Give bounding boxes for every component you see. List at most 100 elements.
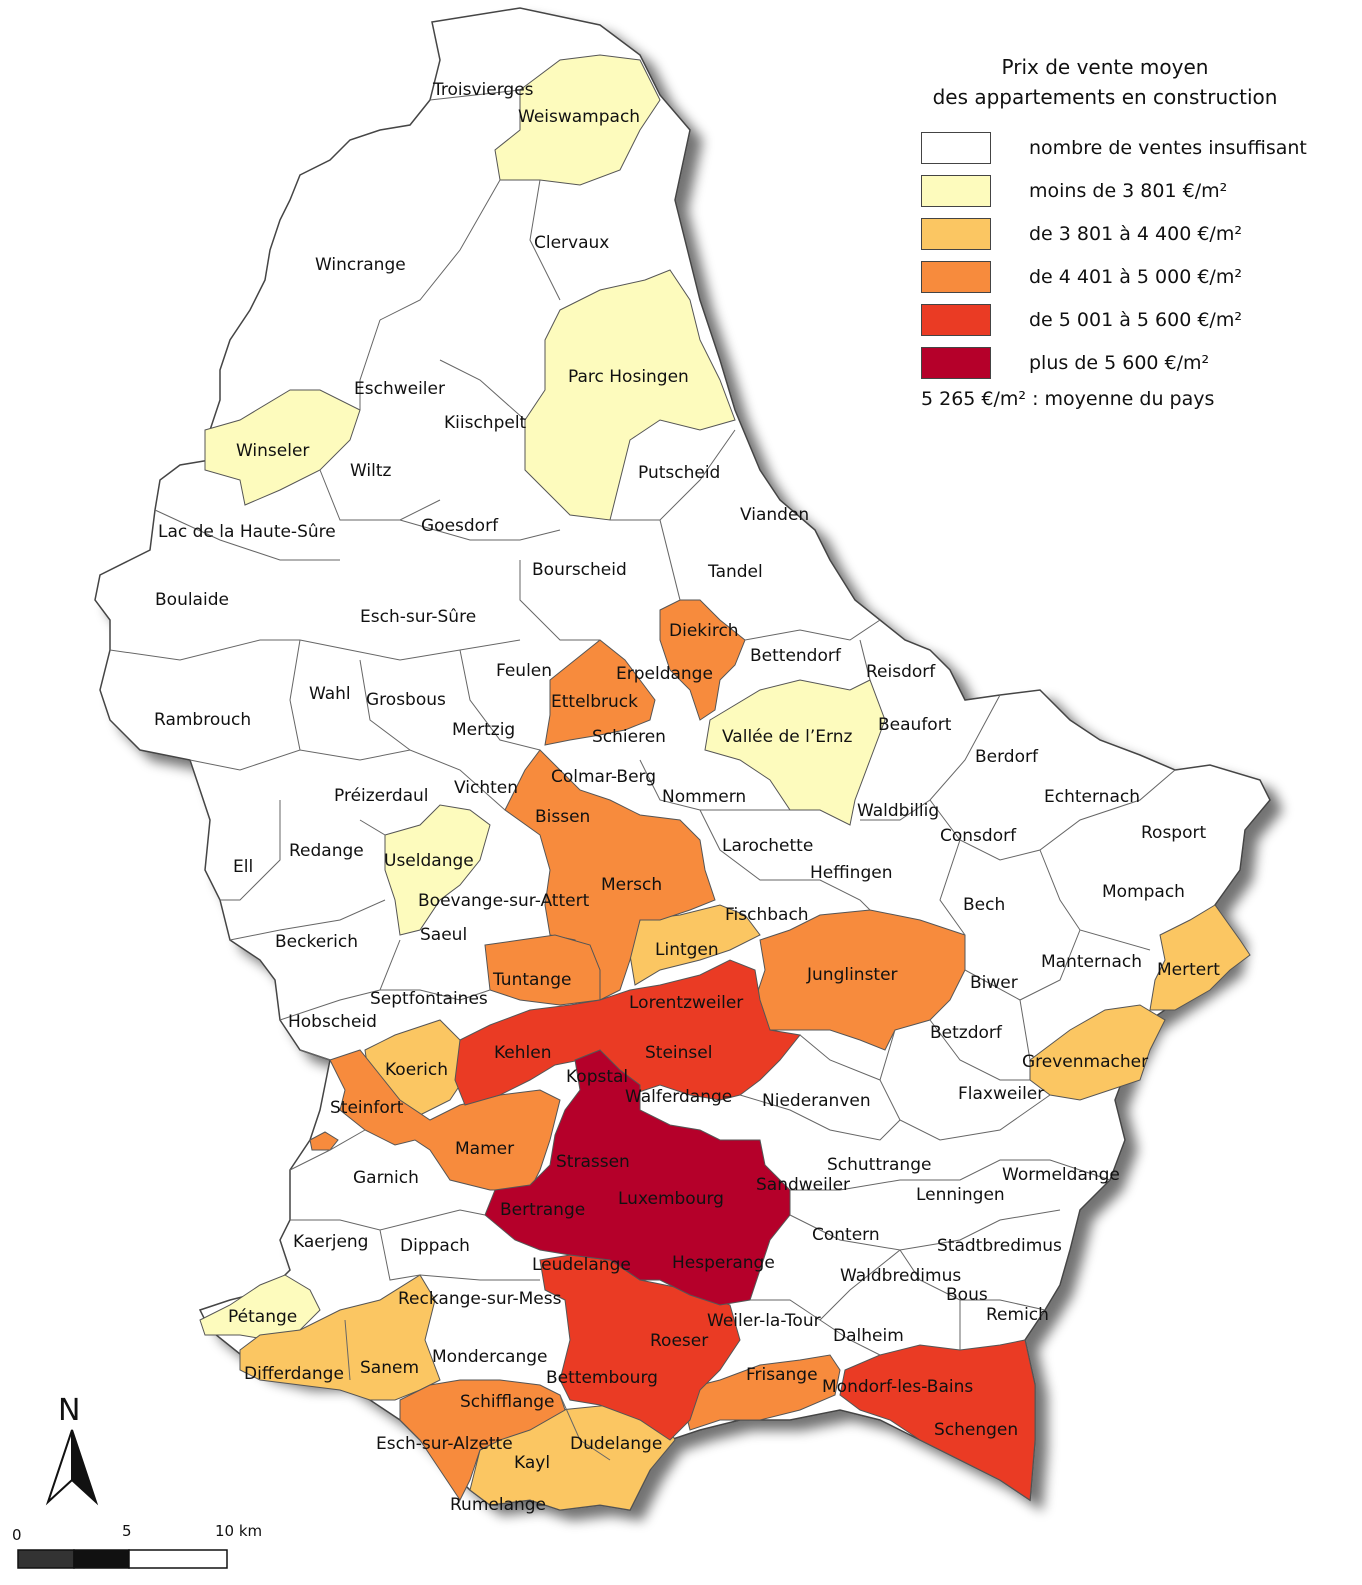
legend: Prix de vente moyen des appartements en … bbox=[905, 52, 1345, 410]
label-mersch: Mersch bbox=[601, 875, 662, 895]
label-weiswampach: Weiswampach bbox=[518, 107, 640, 127]
commune-labels: Troisvierges Weiswampach Clervaux Wincra… bbox=[154, 80, 1220, 1515]
label-boevange: Boevange-sur-Attert bbox=[418, 891, 590, 911]
label-feulen: Feulen bbox=[496, 661, 552, 681]
legend-label: de 3 801 à 4 400 €/m² bbox=[1029, 222, 1242, 245]
legend-row: plus de 5 600 €/m² bbox=[905, 341, 1345, 384]
label-useldange: Useldange bbox=[384, 851, 474, 871]
label-steinsel: Steinsel bbox=[645, 1043, 712, 1063]
legend-label: nombre de ventes insuffisant bbox=[1029, 136, 1307, 159]
legend-row: nombre de ventes insuffisant bbox=[905, 126, 1345, 169]
label-stadtbredimus: Stadtbredimus bbox=[937, 1236, 1062, 1256]
label-mamer: Mamer bbox=[455, 1139, 514, 1159]
legend-row: de 4 401 à 5 000 €/m² bbox=[905, 255, 1345, 298]
area-schifflange-esch bbox=[399, 1379, 566, 1501]
label-bertrange: Bertrange bbox=[500, 1200, 585, 1220]
area-frisange bbox=[679, 1354, 841, 1431]
legend-label: moins de 3 801 €/m² bbox=[1029, 179, 1228, 202]
label-beckerich: Beckerich bbox=[275, 932, 358, 952]
label-lintgen: Lintgen bbox=[655, 940, 719, 960]
label-winseler: Winseler bbox=[236, 441, 309, 461]
label-esch-sur-sure: Esch-sur-Sûre bbox=[360, 607, 476, 627]
label-saeul: Saeul bbox=[420, 925, 467, 945]
label-petange: Pétange bbox=[228, 1307, 297, 1327]
label-reckange: Reckange-sur-Mess bbox=[398, 1289, 562, 1309]
label-wiltz: Wiltz bbox=[350, 461, 392, 481]
legend-title-line2: des appartements en construction bbox=[932, 85, 1278, 109]
area-luxembourg-core bbox=[484, 1049, 791, 1306]
label-redange: Redange bbox=[289, 841, 364, 861]
label-reisdorf: Reisdorf bbox=[866, 662, 936, 682]
label-vianden: Vianden bbox=[740, 505, 809, 525]
label-esch-sur-alzette: Esch-sur-Alzette bbox=[376, 1434, 513, 1454]
label-lenningen: Lenningen bbox=[916, 1185, 1005, 1205]
label-heffingen: Heffingen bbox=[810, 863, 892, 883]
label-vallee-ernz: Vallée de l’Ernz bbox=[722, 727, 852, 747]
label-garnich: Garnich bbox=[353, 1168, 419, 1188]
label-bech: Bech bbox=[963, 895, 1005, 915]
legend-label: plus de 5 600 €/m² bbox=[1029, 351, 1210, 374]
label-tandel: Tandel bbox=[707, 562, 763, 582]
label-boulaide: Boulaide bbox=[155, 590, 229, 610]
label-bourscheid: Bourscheid bbox=[532, 560, 627, 580]
label-junglinster: Junglinster bbox=[806, 965, 898, 985]
label-koerich: Koerich bbox=[385, 1060, 448, 1080]
area-tuntange bbox=[484, 934, 601, 1006]
label-septfontaines: Septfontaines bbox=[370, 989, 488, 1009]
label-goesdorf: Goesdorf bbox=[421, 516, 499, 536]
label-mertert: Mertert bbox=[1157, 960, 1220, 980]
label-mondercange: Mondercange bbox=[432, 1347, 548, 1367]
label-ettelbruck: Ettelbruck bbox=[551, 692, 638, 712]
label-bettembourg: Bettembourg bbox=[546, 1368, 658, 1388]
legend-swatch bbox=[921, 346, 991, 379]
area-diekirch bbox=[659, 599, 746, 721]
label-berdorf: Berdorf bbox=[975, 747, 1039, 767]
label-flaxweiler: Flaxweiler bbox=[958, 1084, 1044, 1104]
label-bissen: Bissen bbox=[535, 807, 590, 827]
legend-row: de 5 001 à 5 600 €/m² bbox=[905, 298, 1345, 341]
label-lorentzweiler: Lorentzweiler bbox=[629, 993, 743, 1013]
label-steinfort: Steinfort bbox=[330, 1098, 404, 1118]
label-echternach: Echternach bbox=[1044, 787, 1140, 807]
label-frisange: Frisange bbox=[746, 1365, 818, 1385]
area-parc-hosingen bbox=[524, 269, 736, 521]
label-eschweiler: Eschweiler bbox=[354, 379, 445, 399]
label-kopstal: Kopstal bbox=[566, 1067, 628, 1087]
label-beaufort: Beaufort bbox=[878, 715, 952, 735]
area-mondorf-schengen bbox=[839, 1339, 1036, 1501]
label-larochette: Larochette bbox=[722, 836, 813, 856]
scale-bar: 0 5 10 km bbox=[12, 1522, 262, 1569]
label-schuttrange: Schuttrange bbox=[827, 1155, 931, 1175]
label-niederanven: Niederanven bbox=[762, 1091, 871, 1111]
label-wormeldange: Wormeldange bbox=[1002, 1165, 1120, 1185]
commune-polygons bbox=[199, 54, 1251, 1511]
label-leudelange: Leudelange bbox=[532, 1255, 631, 1275]
label-waldbredimus: Waldbredimus bbox=[840, 1266, 961, 1286]
scale-label-0: 0 bbox=[12, 1526, 22, 1544]
label-vichten: Vichten bbox=[454, 778, 518, 798]
label-dippach: Dippach bbox=[400, 1236, 470, 1256]
area-lintgen bbox=[629, 904, 761, 986]
label-clervaux: Clervaux bbox=[534, 233, 609, 253]
label-kayl: Kayl bbox=[514, 1453, 550, 1473]
label-wahl: Wahl bbox=[309, 684, 351, 704]
label-kaerjeng: Kaerjeng bbox=[293, 1232, 368, 1252]
label-wincrange: Wincrange bbox=[315, 255, 406, 275]
label-diekirch: Diekirch bbox=[669, 621, 739, 641]
label-hesperange: Hesperange bbox=[672, 1253, 775, 1273]
label-hobscheid: Hobscheid bbox=[288, 1012, 377, 1032]
label-kehlen: Kehlen bbox=[494, 1043, 552, 1063]
legend-swatch bbox=[921, 303, 991, 336]
area-grevenmacher bbox=[1029, 1004, 1166, 1101]
label-manternach: Manternach bbox=[1041, 952, 1142, 972]
area-steinfort-mamer bbox=[329, 1049, 561, 1191]
label-contern: Contern bbox=[812, 1225, 880, 1245]
legend-swatch bbox=[921, 260, 991, 293]
label-fischbach: Fischbach bbox=[725, 905, 809, 925]
label-mondorf: Mondorf-les-Bains bbox=[822, 1377, 973, 1397]
label-walferdange: Walferdange bbox=[625, 1087, 732, 1107]
label-grosbous: Grosbous bbox=[366, 690, 446, 710]
label-roeser: Roeser bbox=[650, 1331, 708, 1351]
label-remich: Remich bbox=[986, 1305, 1049, 1325]
